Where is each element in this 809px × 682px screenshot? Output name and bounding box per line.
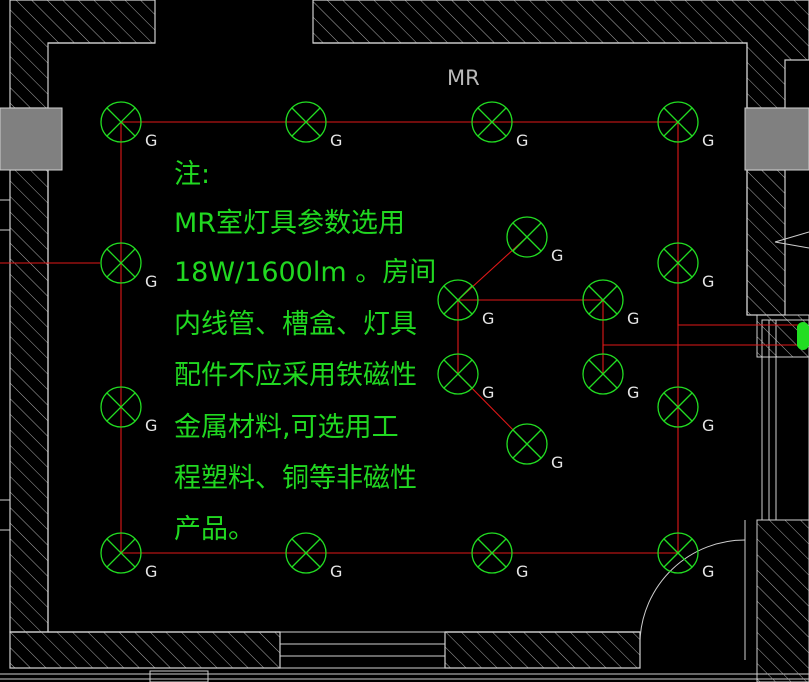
note-line: 内线管、槽盒、灯具 xyxy=(174,309,417,340)
column-left xyxy=(0,107,63,171)
wall-bottom-left xyxy=(9,631,281,669)
connector-icon xyxy=(797,322,809,350)
design-note: 注: MR室灯具参数选用 18W/1600lm 。房间 内线管、槽盒、灯具 配件… xyxy=(174,159,436,545)
light-fixture xyxy=(657,386,699,428)
fixture-labels: G G G G G G G G G G G G G G G G G G xyxy=(145,131,714,581)
fixture-label: G xyxy=(551,453,563,472)
fixture-label: G xyxy=(482,383,494,402)
light-fixture xyxy=(285,101,327,143)
note-line: 金属材料,可选用工 xyxy=(174,412,399,443)
fixture-label: G xyxy=(702,272,714,291)
note-line: 配件不应采用铁磁性 xyxy=(174,360,417,391)
light-fixture xyxy=(285,532,327,574)
right-feed-wire xyxy=(677,284,805,326)
column-right xyxy=(744,107,809,171)
wall-top-left xyxy=(9,0,156,109)
note-line: MR室灯具参数选用 xyxy=(174,208,405,239)
note-line: 程塑料、铜等非磁性 xyxy=(174,463,417,494)
wall-bottom-right xyxy=(444,631,641,669)
fixture-label: G xyxy=(145,131,157,150)
fixture-label: G xyxy=(145,416,157,435)
light-fixture xyxy=(506,423,548,465)
fixture-label: G xyxy=(702,416,714,435)
light-fixture xyxy=(657,242,699,284)
light-fixture xyxy=(471,101,513,143)
room-label: MR xyxy=(447,66,480,90)
room-inner-outline xyxy=(47,42,748,633)
light-fixture xyxy=(471,532,513,574)
light-fixture xyxy=(582,279,624,321)
wall-top-right xyxy=(312,0,809,109)
fixture-label: G xyxy=(516,562,528,581)
light-fixture xyxy=(100,242,142,284)
note-line: 产品。 xyxy=(174,514,255,545)
light-fixture xyxy=(657,532,699,574)
note-line: 18W/1600lm 。房间 xyxy=(174,257,436,288)
light-fixture xyxy=(100,532,142,574)
fixture-label: G xyxy=(145,562,157,581)
light-fixture xyxy=(437,279,479,321)
light-fixture xyxy=(582,353,624,395)
fixture-label: G xyxy=(482,309,494,328)
fixture-label: G xyxy=(702,131,714,150)
wall-left xyxy=(9,169,49,633)
fixture-label: G xyxy=(627,383,639,402)
fixture-label: G xyxy=(702,562,714,581)
bottom-window xyxy=(279,631,446,669)
light-fixture xyxy=(100,101,142,143)
light-fixture xyxy=(506,216,548,258)
light-fixture xyxy=(100,386,142,428)
fixture-label: G xyxy=(516,131,528,150)
fixture-label: G xyxy=(627,309,639,328)
light-fixture xyxy=(657,101,699,143)
center-cluster-wire xyxy=(457,236,528,445)
light-fixtures xyxy=(100,101,699,574)
fixture-label: G xyxy=(551,246,563,265)
fixture-label: G xyxy=(330,131,342,150)
fixture-label: G xyxy=(330,562,342,581)
fixture-label: G xyxy=(145,272,157,291)
note-line: 注: xyxy=(174,159,210,190)
light-fixture xyxy=(437,353,479,395)
